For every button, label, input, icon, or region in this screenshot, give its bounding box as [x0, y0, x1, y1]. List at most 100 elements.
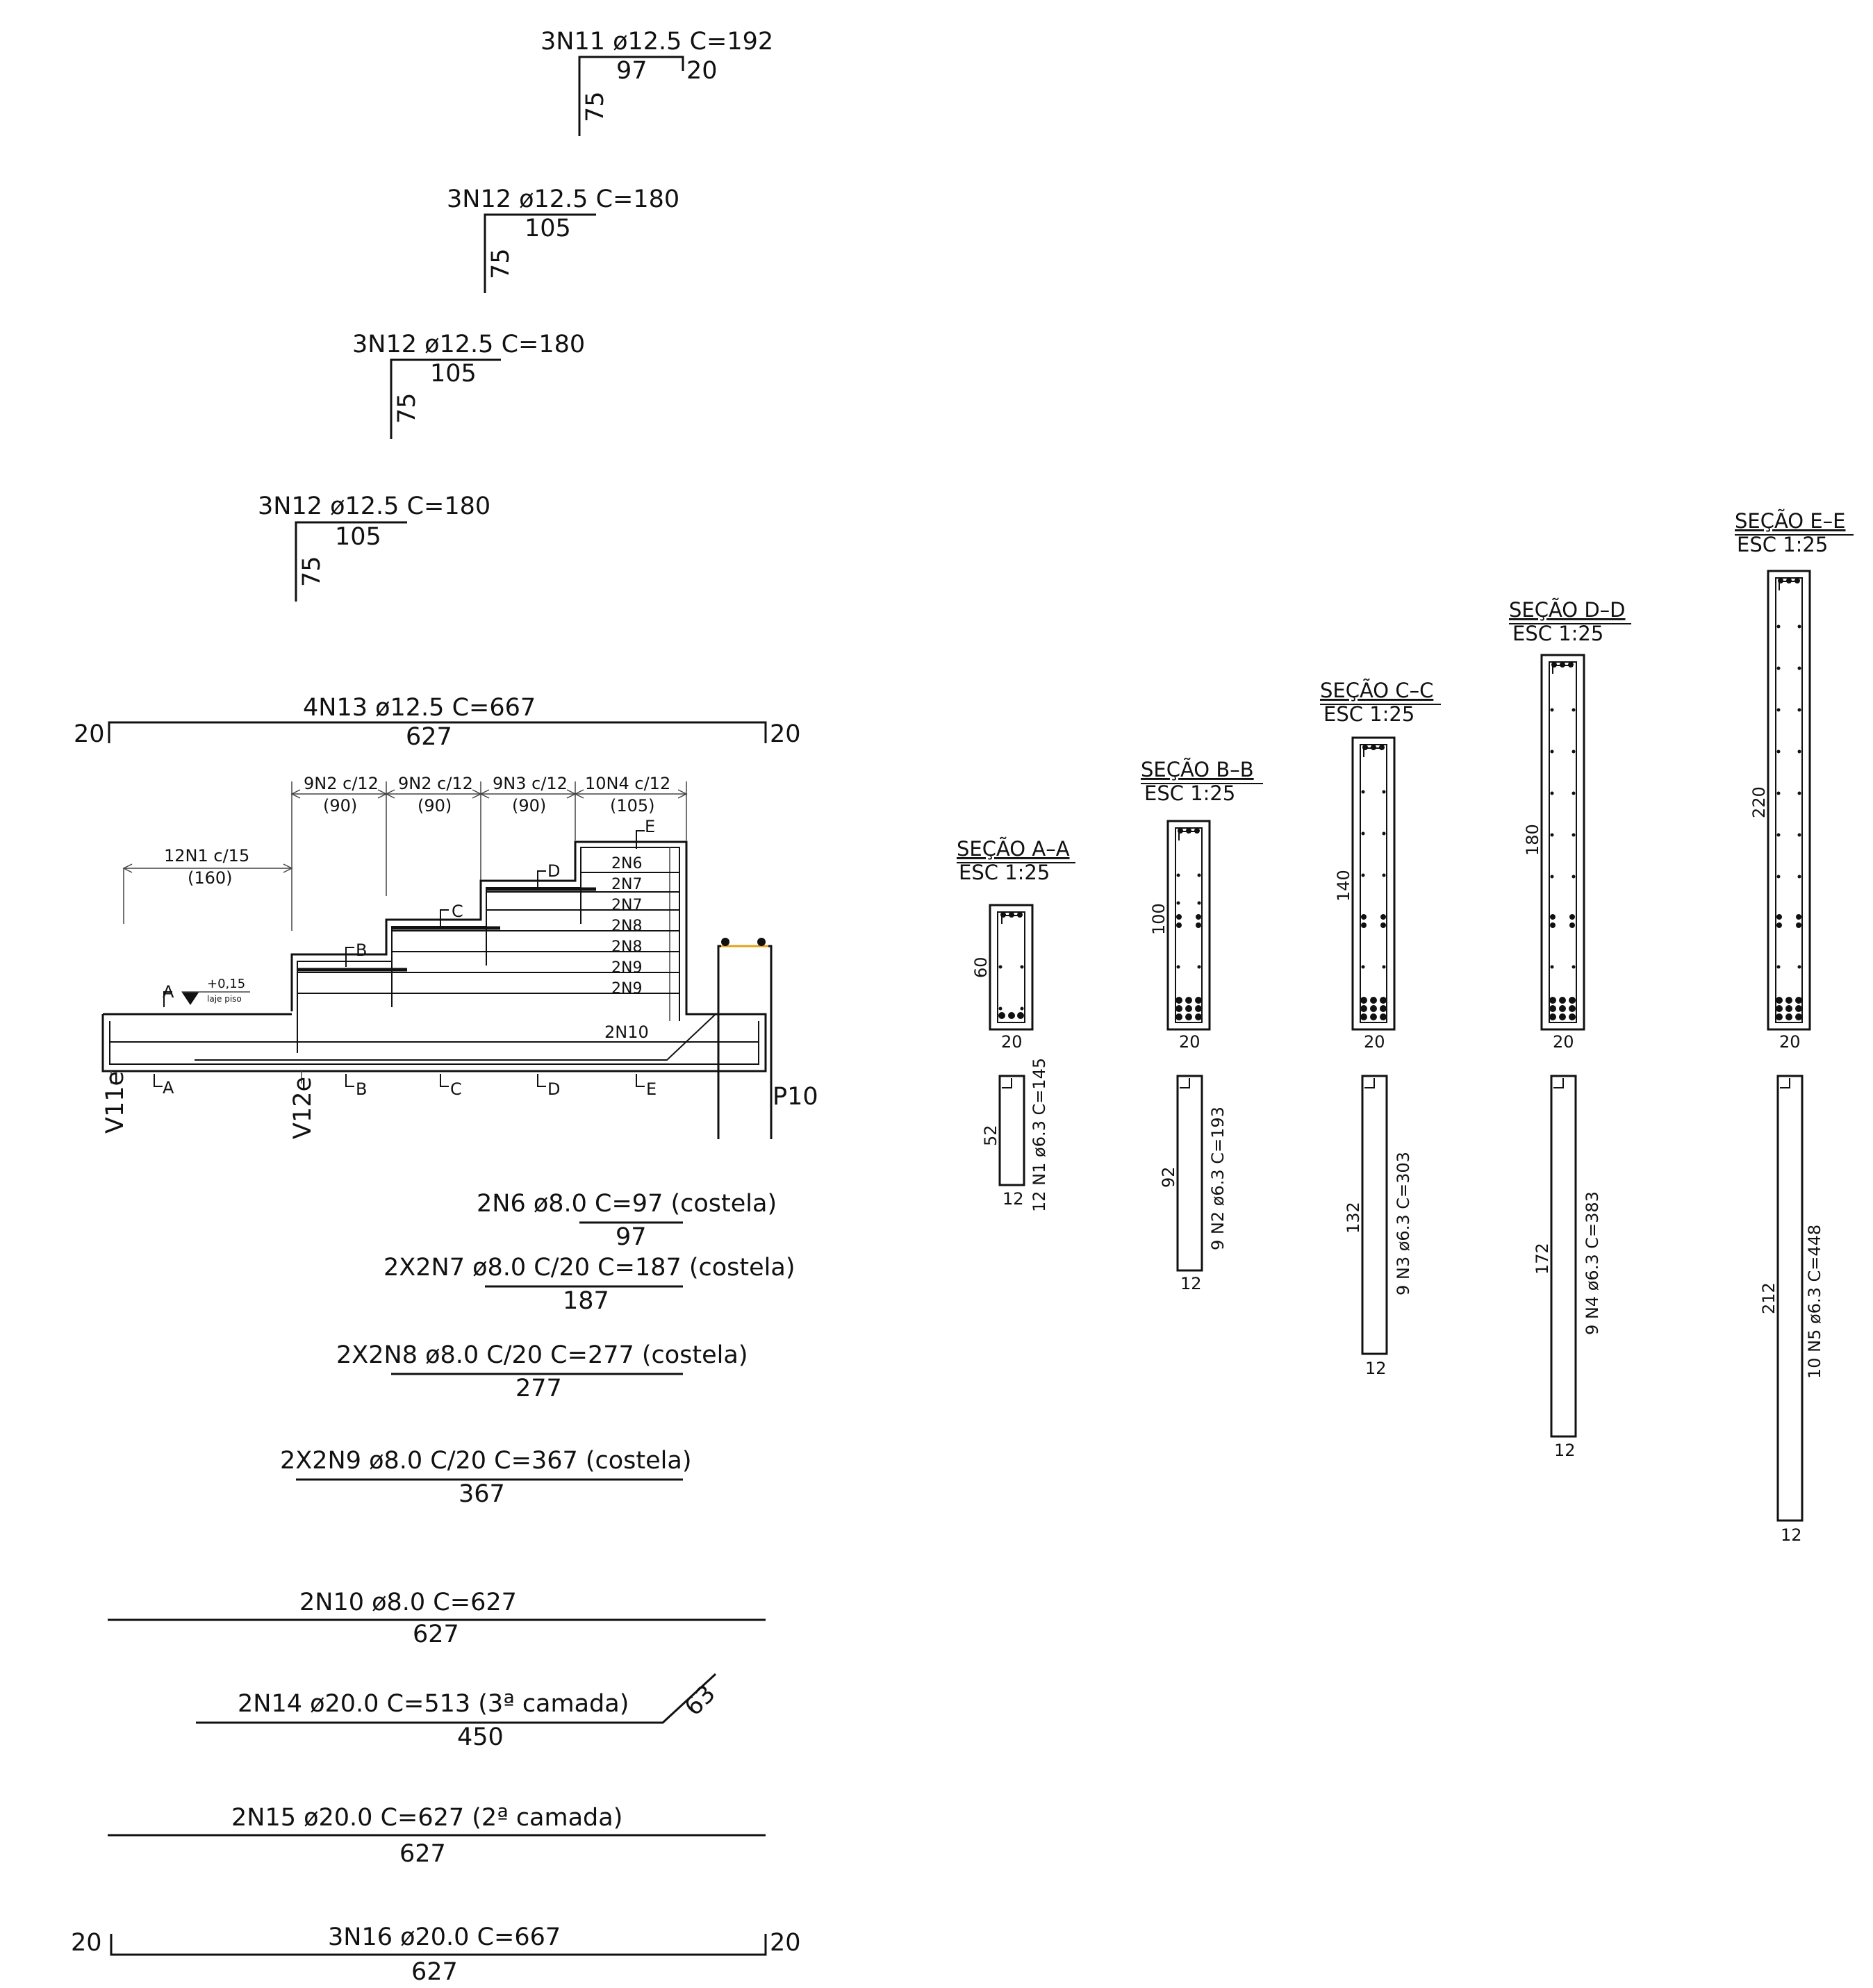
stirrup-dimensions: 12N1 c/15 (160) 9N2 c/12 (90) 9N2 c/12 (…: [122, 774, 688, 931]
bar-n12-c-vert: 75: [298, 556, 326, 587]
costela-label-7: 2N9: [611, 980, 642, 997]
bar-n14-length: 450: [457, 1723, 504, 1751]
section-b-height: 100: [1149, 903, 1169, 935]
section-c-stirrup-h: 132: [1344, 1202, 1363, 1234]
costela-bars: 2N6 2N7 2N7 2N8 2N8 2N9 2N9: [297, 847, 679, 1053]
section-d-stirrup-label: 9 N4 ø6.3 C=383: [1583, 1191, 1602, 1335]
bar-n11-vert: 75: [581, 91, 609, 122]
section-d-width: 20: [1553, 1032, 1574, 1052]
stirrup-group-4-label: 10N4 c/12: [585, 774, 670, 793]
bar-n11: 3N11 ø12.5 C=192 97 20 75: [541, 28, 773, 136]
bar-n12-b-vert: 75: [393, 392, 421, 424]
beam-outline: [101, 840, 767, 1072]
section-a-stirrup-label: 12 N1 ø6.3 C=145: [1030, 1058, 1049, 1212]
costela-label-1: 2N6: [611, 855, 642, 872]
bar-n7-label: 2X2N7 ø8.0 C/20 C=187 (costela): [383, 1254, 795, 1282]
bar-n14-label: 2N14 ø20.0 C=513 (3ª camada): [238, 1690, 629, 1718]
section-c-stirrup-w: 12: [1365, 1359, 1387, 1378]
section-a-height: 60: [971, 956, 991, 978]
cut-c-bottom: C: [450, 1079, 462, 1099]
stirrup-group-4-sub: (105): [610, 796, 655, 815]
section-e-stirrup-h: 212: [1759, 1282, 1779, 1314]
bar-n11-horiz: 97: [616, 57, 647, 85]
bar-n6-label: 2N6 ø8.0 C=97 (costela): [477, 1190, 777, 1218]
stirrup-group-1-label: 9N2 c/12: [304, 774, 379, 793]
section-c-stirrup-label: 9 N3 ø6.3 C=303: [1394, 1152, 1413, 1295]
bar-n12-b: 3N12 ø12.5 C=180 105 75: [352, 331, 585, 439]
section-d-stirrup-h: 172: [1533, 1243, 1552, 1275]
bar-n14: 2N14 ø20.0 C=513 (3ª camada) 450 63: [196, 1673, 721, 1751]
stirrup-main-label: 12N1 c/15: [164, 846, 249, 865]
bar-n12-b-label: 3N12 ø12.5 C=180: [352, 331, 585, 358]
section-e-stirrup-w: 12: [1781, 1525, 1802, 1545]
bar-n13: 4N13 ø12.5 C=667 627 20 20: [74, 694, 801, 751]
stirrup-group-3-label: 9N3 c/12: [493, 774, 568, 793]
bar-n13-length: 627: [406, 723, 452, 751]
costela-label-4: 2N8: [611, 918, 642, 935]
stirrup-group-2-label: 9N2 c/12: [398, 774, 473, 793]
section-a-scale: ESC 1:25: [959, 861, 1050, 884]
cut-d-top: D: [547, 861, 560, 881]
bar-n11-hook: 20: [686, 57, 718, 85]
beam-elevation: 12N1 c/15 (160) 9N2 c/12 (90) 9N2 c/12 (…: [101, 774, 818, 1139]
section-e-title: SEÇÃO E–E: [1735, 509, 1846, 533]
section-b-scale: ESC 1:25: [1144, 781, 1235, 805]
bar-n9-length: 367: [459, 1480, 505, 1508]
section-c-height: 140: [1334, 870, 1353, 902]
bar-n13-hook-right: 20: [770, 720, 801, 748]
bar-n10: 2N10 ø8.0 C=627 627: [108, 1589, 766, 1648]
bar-n12-c-label: 3N12 ø12.5 C=180: [258, 492, 490, 520]
section-d-stirrup-w: 12: [1554, 1441, 1576, 1460]
bar-n12-a: 3N12 ø12.5 C=180 105 75: [447, 185, 679, 293]
section-b-title: SEÇÃO B–B: [1141, 758, 1254, 781]
section-c-title: SEÇÃO C–C: [1320, 679, 1433, 702]
section-a-stirrup-h: 52: [981, 1125, 1000, 1146]
section-d-scale: ESC 1:25: [1512, 622, 1603, 645]
bar-n16-length: 627: [411, 1958, 458, 1986]
section-e-width: 20: [1779, 1032, 1801, 1052]
bar-n13-label: 4N13 ø12.5 C=667: [303, 694, 536, 722]
bar-n10-length: 627: [413, 1621, 459, 1648]
section-a: SEÇÃO A–A ESC 1:25 60 20 52 12 12 N1 ø6.…: [957, 837, 1075, 1212]
level-marker: +0,15 laje piso: [181, 977, 250, 1005]
bar-n16-label: 3N16 ø20.0 C=667: [328, 1923, 561, 1951]
bar-n16: 3N16 ø20.0 C=667 627 20 20: [71, 1923, 801, 1986]
section-b-stirrup-h: 92: [1159, 1166, 1178, 1188]
support-mid: V12e: [289, 1077, 317, 1139]
support-right: P10: [773, 1083, 818, 1111]
bar-n7: 2X2N7 ø8.0 C/20 C=187 (costela) 187: [383, 1254, 795, 1315]
costela-label-3: 2N7: [611, 897, 642, 914]
stirrup-group-1-sub: (90): [323, 796, 357, 815]
section-b: SEÇÃO B–B ESC 1:25 100 20 92 12 9 N2 ø6.…: [1141, 758, 1263, 1293]
costela-label-6: 2N9: [611, 959, 642, 977]
costela-label-5: 2N8: [611, 938, 642, 956]
bar-n13-hook-left: 20: [74, 720, 105, 748]
bar-n12-a-horiz: 105: [525, 215, 571, 242]
bar-n9: 2X2N9 ø8.0 C/20 C=367 (costela) 367: [280, 1447, 692, 1508]
cut-a-bottom: A: [163, 1078, 174, 1097]
bar-n12-a-label: 3N12 ø12.5 C=180: [447, 185, 679, 213]
section-b-stirrup-w: 12: [1180, 1274, 1202, 1293]
bar-n6: 2N6 ø8.0 C=97 (costela) 97: [477, 1190, 777, 1251]
stirrup-group-2-sub: (90): [418, 796, 452, 815]
bar-n8-length: 277: [515, 1375, 562, 1402]
cut-e-bottom: E: [646, 1079, 657, 1099]
bar-n12-c-horiz: 105: [335, 523, 381, 551]
section-e-scale: ESC 1:25: [1737, 533, 1828, 556]
section-e: SEÇÃO E–E ESC 1:25 220 20 212 12 10 N5 ø…: [1735, 509, 1854, 1545]
cut-e-top: E: [645, 817, 655, 836]
section-d-title: SEÇÃO D–D: [1509, 598, 1626, 622]
bar-n10-label: 2N10 ø8.0 C=627: [299, 1589, 517, 1616]
section-e-height: 220: [1749, 786, 1769, 818]
section-b-width: 20: [1179, 1032, 1200, 1052]
section-a-width: 20: [1001, 1032, 1023, 1052]
bar-n8-label: 2X2N8 ø8.0 C/20 C=277 (costela): [336, 1341, 748, 1369]
cut-a-top: A: [163, 982, 174, 1002]
bar-n6-length: 97: [616, 1223, 647, 1251]
level-note: laje piso: [207, 994, 242, 1004]
section-a-title: SEÇÃO A–A: [957, 837, 1070, 861]
cut-b-bottom: B: [356, 1079, 367, 1099]
bar-n9-label: 2X2N9 ø8.0 C/20 C=367 (costela): [280, 1447, 692, 1475]
bar-n12-c: 3N12 ø12.5 C=180 105 75: [258, 492, 490, 602]
